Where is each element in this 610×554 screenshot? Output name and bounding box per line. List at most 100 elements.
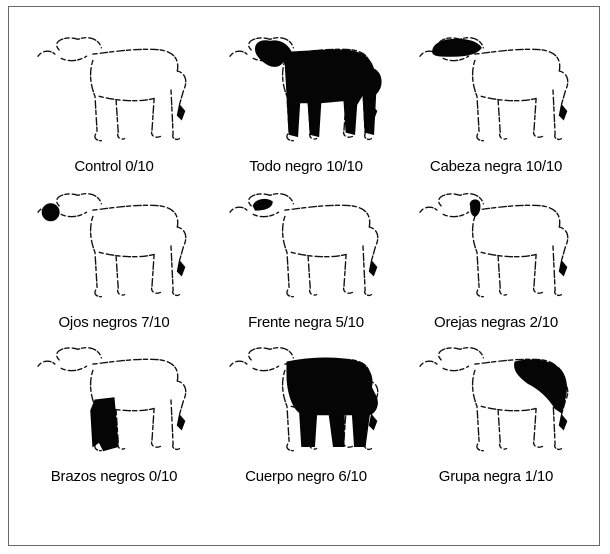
panel-caption: Grupa negra 1/10 xyxy=(401,468,591,485)
black-region-forehead xyxy=(253,199,272,210)
lamb-outline-stroke xyxy=(152,254,161,293)
lamb-outline-stroke xyxy=(152,408,161,447)
lamb-drawing xyxy=(401,335,591,465)
panel-todo-negro: Todo negro 10/10 xyxy=(211,25,401,205)
lamb-outline-stroke xyxy=(249,348,294,360)
lamb-drawing xyxy=(19,181,209,311)
lamb-outline-stroke xyxy=(291,252,346,256)
lamb-outline-stroke xyxy=(481,96,536,100)
lamb-drawing xyxy=(401,181,591,311)
black-region-rump xyxy=(515,360,567,413)
lamb-outline-stroke xyxy=(475,49,560,71)
lamb-outline-stroke xyxy=(177,227,185,261)
lamb-outline-stroke xyxy=(91,216,102,296)
lamb-outline-stroke xyxy=(116,101,124,140)
tail-tip xyxy=(369,261,376,276)
lamb-outline-stroke xyxy=(420,361,437,366)
lamb-outline-stroke xyxy=(443,366,468,370)
lamb-drawing xyxy=(211,181,401,311)
panel-caption: Brazos negros 0/10 xyxy=(19,468,209,485)
lamb-outline-stroke xyxy=(473,60,484,140)
lamb-outline-stroke xyxy=(420,207,437,212)
black-region-forelegs xyxy=(91,398,118,451)
lamb-outline-stroke xyxy=(308,257,316,296)
panel-caption: Frente negra 5/10 xyxy=(211,314,401,331)
black-region-head xyxy=(433,39,482,56)
lamb-outline-stroke xyxy=(475,205,560,227)
panel-brazos-negros: Brazos negros 0/10 xyxy=(19,335,209,515)
panel-caption: Todo negro 10/10 xyxy=(211,158,401,175)
lamb-outline-stroke xyxy=(481,406,536,410)
lamb-outline-stroke xyxy=(230,51,247,56)
figure-frame: Control 0/10 Todo negro 10/10 Cabeza neg… xyxy=(8,6,600,546)
panel-caption: Cuerpo negro 6/10 xyxy=(211,468,401,485)
lamb-outline-stroke xyxy=(498,257,506,296)
lamb-outline-stroke xyxy=(534,408,543,447)
black-region-ear xyxy=(470,200,480,217)
panel-cabeza-negra: Cabeza negra 10/10 xyxy=(401,25,591,205)
lamb-outline-stroke xyxy=(61,56,86,60)
lamb-outline-stroke xyxy=(481,252,536,256)
lamb-outline-stroke xyxy=(57,194,102,206)
lamb-outline-stroke xyxy=(57,38,102,50)
lamb-outline-stroke xyxy=(498,411,506,450)
lamb-drawing xyxy=(401,25,591,155)
lamb-outline-stroke xyxy=(253,366,278,370)
lamb-outline xyxy=(420,194,568,297)
lamb-outline-stroke xyxy=(99,252,154,256)
tail-tip xyxy=(177,105,184,120)
lamb-outline-stroke xyxy=(498,101,506,140)
lamb-drawing xyxy=(211,335,401,465)
lamb-outline-stroke xyxy=(230,207,247,212)
panel-frente-negra: Frente negra 5/10 xyxy=(211,181,401,361)
lamb-outline-stroke xyxy=(369,227,377,261)
black-region-all xyxy=(255,41,381,137)
panel-grupa-negra: Grupa negra 1/10 xyxy=(401,335,591,515)
lamb-outline-stroke xyxy=(99,96,154,100)
lamb-drawing xyxy=(19,25,209,155)
lamb-outline xyxy=(38,38,186,141)
lamb-outline-stroke xyxy=(177,381,185,415)
lamb-outline-stroke xyxy=(93,49,178,71)
lamb-outline-stroke xyxy=(473,216,484,296)
lamb-outline-stroke xyxy=(443,212,468,216)
lamb-outline-stroke xyxy=(443,56,468,60)
lamb-outline-stroke xyxy=(559,71,567,105)
panel-cuerpo-negro: Cuerpo negro 6/10 xyxy=(211,335,401,515)
tail-tip xyxy=(559,105,566,120)
panel-caption: Cabeza negra 10/10 xyxy=(401,158,591,175)
tail-tip xyxy=(177,261,184,276)
lamb-outline-stroke xyxy=(230,361,247,366)
lamb-outline-stroke xyxy=(116,257,124,296)
panel-caption: Ojos negros 7/10 xyxy=(19,314,209,331)
lamb-outline-stroke xyxy=(57,348,102,360)
lamb-outline-stroke xyxy=(559,227,567,261)
lamb-outline-stroke xyxy=(344,254,353,293)
lamb-outline-stroke xyxy=(152,98,161,137)
black-region-body xyxy=(287,358,377,446)
lamb-drawing xyxy=(19,335,209,465)
panel-ojos-negros: Ojos negros 7/10 xyxy=(19,181,209,361)
lamb-outline-stroke xyxy=(177,71,185,105)
lamb-outline-stroke xyxy=(93,205,178,227)
lamb-outline-stroke xyxy=(253,212,278,216)
lamb-outline-stroke xyxy=(285,205,370,227)
lamb-outline-stroke xyxy=(439,348,484,360)
tail-tip xyxy=(559,415,566,430)
lamb-outline-stroke xyxy=(534,98,543,137)
tail-tip xyxy=(369,415,376,430)
lamb-outline-stroke xyxy=(61,366,86,370)
black-region-eye xyxy=(42,204,59,221)
lamb-outline-stroke xyxy=(534,254,543,293)
panel-control: Control 0/10 xyxy=(19,25,209,205)
lamb-outline-stroke xyxy=(38,51,55,56)
tail-tip xyxy=(559,261,566,276)
lamb-outline xyxy=(230,194,378,297)
panel-caption: Control 0/10 xyxy=(19,158,209,175)
lamb-outline-stroke xyxy=(61,212,86,216)
panel-orejas-negras: Orejas negras 2/10 xyxy=(401,181,591,361)
tail-tip xyxy=(177,415,184,430)
lamb-drawing xyxy=(211,25,401,155)
lamb-outline-stroke xyxy=(38,361,55,366)
lamb-outline-stroke xyxy=(283,216,294,296)
